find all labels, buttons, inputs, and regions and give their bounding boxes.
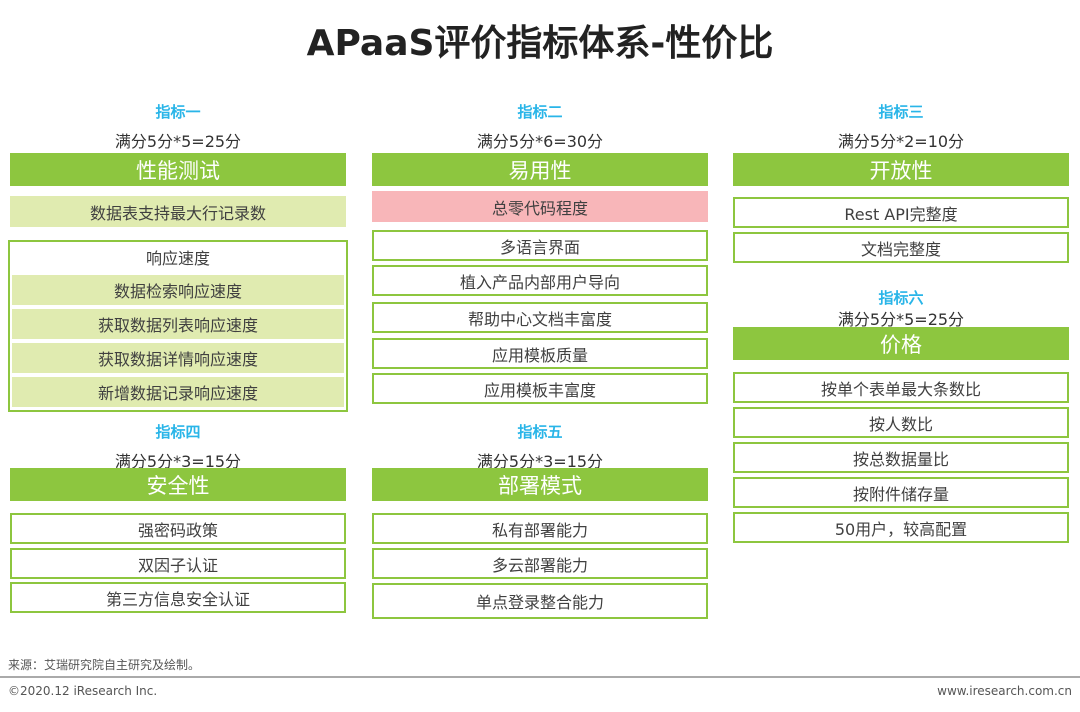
indicator-header: 价格 — [733, 327, 1069, 360]
criterion-item: 文档完整度 — [733, 232, 1069, 263]
response-speed-group: 响应速度 数据检索响应速度 获取数据列表响应速度 获取数据详情响应速度 新增数据… — [8, 240, 348, 412]
indicator-label: 指标四 — [155, 423, 201, 441]
criterion-item: 第三方信息安全认证 — [10, 582, 346, 613]
criterion-item: 按单个表单最大条数比 — [733, 372, 1069, 403]
criterion-item: 数据检索响应速度 — [12, 275, 344, 305]
criterion-item: 强密码政策 — [10, 513, 346, 544]
criterion-item: 帮助中心文档丰富度 — [372, 302, 708, 333]
indicator-label: 指标五 — [517, 423, 563, 441]
criterion-item: 获取数据详情响应速度 — [12, 343, 344, 373]
criterion-item: 按附件储存量 — [733, 477, 1069, 508]
indicator-label: 指标一 — [155, 103, 201, 121]
website-link[interactable]: www.iresearch.com.cn — [937, 684, 1072, 698]
indicator-header: 开放性 — [733, 153, 1069, 186]
criterion-item: 单点登录整合能力 — [372, 583, 708, 619]
criterion-item: 获取数据列表响应速度 — [12, 309, 344, 339]
criterion-item: 植入产品内部用户导向 — [372, 265, 708, 296]
source-note: 来源：艾瑞研究院自主研究及绘制。 — [8, 658, 201, 672]
criterion-item: 私有部署能力 — [372, 513, 708, 544]
indicator-score: 满分5分*6=30分 — [476, 132, 604, 151]
criterion-item: 数据表支持最大行记录数 — [10, 196, 346, 227]
page-title: APaaS评价指标体系-性价比 — [306, 23, 774, 64]
criterion-item: 应用模板质量 — [372, 338, 708, 369]
indicator-header: 部署模式 — [372, 468, 708, 501]
indicator-score: 满分5分*5=25分 — [837, 310, 965, 329]
criterion-item: Rest API完整度 — [733, 197, 1069, 228]
indicator-header: 安全性 — [10, 468, 346, 501]
indicator-label: 指标三 — [878, 103, 924, 121]
indicator-score: 满分5分*2=10分 — [837, 132, 965, 151]
criterion-item: 应用模板丰富度 — [372, 373, 708, 404]
indicator-label: 指标二 — [517, 103, 563, 121]
criterion-item: 多语言界面 — [372, 230, 708, 261]
indicator-label: 指标六 — [878, 289, 924, 307]
copyright: ©2020.12 iResearch Inc. — [8, 684, 158, 698]
footer-divider — [0, 676, 1080, 678]
indicator-header: 性能测试 — [10, 153, 346, 186]
criterion-item-highlighted: 总零代码程度 — [372, 191, 708, 222]
criterion-item: 按总数据量比 — [733, 442, 1069, 473]
criterion-item: 按人数比 — [733, 407, 1069, 438]
group-title: 响应速度 — [12, 242, 344, 272]
indicator-score: 满分5分*3=15分 — [476, 452, 604, 471]
indicator-header: 易用性 — [372, 153, 708, 186]
criterion-item: 双因子认证 — [10, 548, 346, 579]
criterion-item: 多云部署能力 — [372, 548, 708, 579]
criterion-item: 新增数据记录响应速度 — [12, 377, 344, 407]
criterion-item: 50用户，较高配置 — [733, 512, 1069, 543]
indicator-score: 满分5分*5=25分 — [114, 132, 242, 151]
indicator-score: 满分5分*3=15分 — [114, 452, 242, 471]
